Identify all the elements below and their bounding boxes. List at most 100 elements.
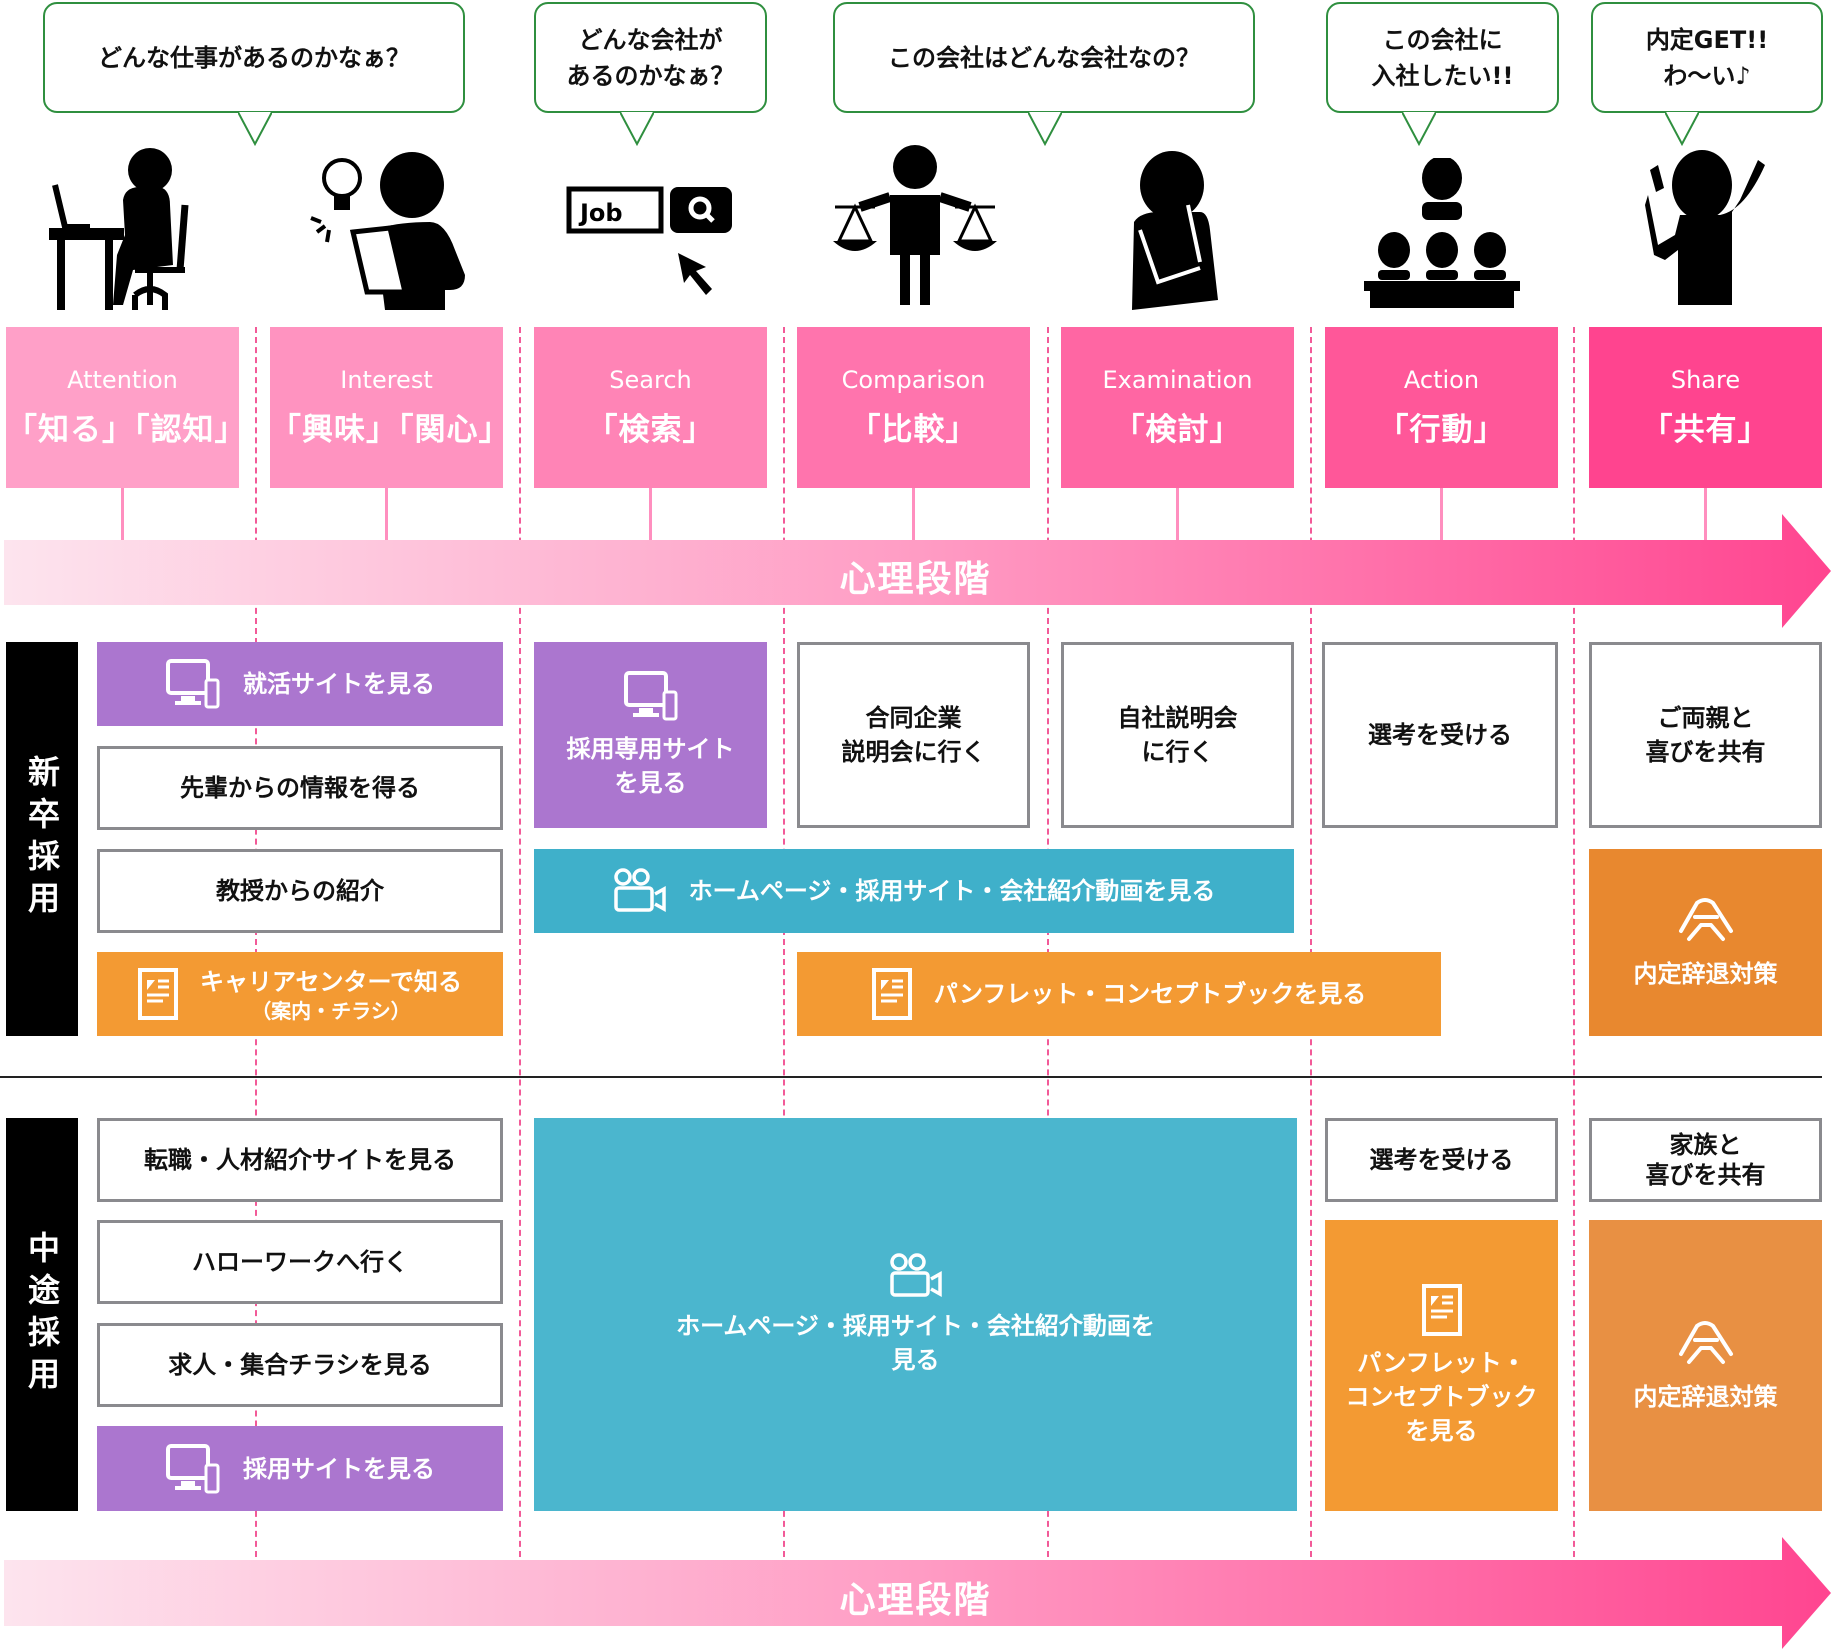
card-text: パンフレット・ コンセプトブック を見る bbox=[1345, 1348, 1538, 1445]
card-text: 選考を受ける bbox=[1369, 1146, 1514, 1174]
bubble-text: 内定GET!! わ〜い♪ bbox=[1645, 25, 1769, 90]
card-text: ハローワークへ行く bbox=[192, 1248, 408, 1276]
bubble-tail bbox=[620, 111, 654, 146]
stage-action: Action 「行動」 bbox=[1325, 327, 1558, 488]
pamphlet-card: パンフレット・コンセプトブックを見る bbox=[797, 952, 1441, 1036]
share-family-card: 家族と 喜びを共有 bbox=[1589, 1118, 1822, 1202]
professor-referral-card: 教授からの紹介 bbox=[97, 849, 503, 933]
handshake-icon bbox=[1678, 897, 1733, 941]
recruit-site-card: 採用サイトを見る bbox=[97, 1426, 503, 1511]
card-subtext: （案内・チラシ） bbox=[251, 999, 411, 1023]
stage-ja: 「共有」 bbox=[1641, 412, 1770, 448]
card-text: 内定辞退対策 bbox=[1633, 1382, 1778, 1411]
stage-en: Examination bbox=[1102, 366, 1253, 394]
column-divider bbox=[783, 327, 785, 1567]
stage-en: Action bbox=[1403, 366, 1480, 394]
homepage-video-card: ホームページ・採用サイト・会社紹介動画を見る bbox=[534, 849, 1294, 933]
monitor-icon bbox=[166, 659, 220, 709]
stage-ja: 「検索」 bbox=[586, 412, 715, 448]
bubble-tail bbox=[1402, 111, 1436, 146]
stage-en: Interest bbox=[340, 366, 433, 394]
bubble-text: この会社はどんな会社なの？ bbox=[888, 43, 1200, 72]
monitor-icon bbox=[623, 671, 677, 721]
job-search-icon: Job bbox=[566, 186, 732, 295]
interview-panel-icon bbox=[1364, 158, 1520, 308]
column-divider bbox=[1047, 327, 1049, 1567]
document-icon bbox=[1421, 1283, 1462, 1336]
connector-line bbox=[385, 488, 388, 540]
psychology-stage-arrow bbox=[4, 1537, 1831, 1649]
column-divider bbox=[255, 327, 257, 1567]
job-site-card: 就活サイトを見る bbox=[97, 642, 503, 726]
speech-bubble-action: この会社に 入社したい!! bbox=[1326, 2, 1559, 113]
stage-en: Search bbox=[609, 366, 692, 394]
stage-comparison: Comparison 「比較」 bbox=[797, 327, 1030, 488]
agency-site-card: 転職・人材紹介サイトを見る bbox=[97, 1118, 503, 1202]
stage-share: Share 「共有」 bbox=[1589, 327, 1822, 488]
speech-bubble-search: どんな会社が あるのかなぁ？ bbox=[534, 2, 767, 113]
speech-bubble-attention: どんな仕事があるのかなぁ？ bbox=[43, 2, 465, 113]
psychology-stage-arrow bbox=[4, 514, 1831, 628]
card-text: ご両親と 喜びを共有 bbox=[1645, 704, 1766, 766]
stage-ja: 「検討」 bbox=[1113, 412, 1242, 448]
connector-line bbox=[121, 488, 124, 540]
connector-line bbox=[1704, 488, 1707, 540]
card-text: 自社説明会 に行く bbox=[1117, 704, 1238, 766]
bubble-text: この会社に 入社したい!! bbox=[1371, 25, 1514, 90]
stage-attention: Attention 「知る」「認知」 bbox=[6, 327, 247, 488]
video-camera-icon bbox=[889, 1252, 942, 1297]
card-text: 採用サイトを見る bbox=[243, 1454, 435, 1483]
document-icon bbox=[871, 968, 912, 1020]
column-divider bbox=[1573, 327, 1575, 1567]
video-camera-icon bbox=[613, 868, 666, 912]
card-text: 転職・人材紹介サイトを見る bbox=[144, 1146, 456, 1174]
offer-decline-card: 内定辞退対策 bbox=[1589, 849, 1822, 1036]
card-text: 採用専用サイト を見る bbox=[566, 735, 735, 797]
thinking-person-icon bbox=[1132, 151, 1218, 310]
selection-card: 選考を受ける bbox=[1322, 642, 1558, 828]
job-flyer-card: 求人・集合チラシを見る bbox=[97, 1323, 503, 1407]
handshake-icon bbox=[1678, 1320, 1733, 1364]
arrow-label: 心理段階 bbox=[839, 1580, 992, 1621]
senpai-info-card: 先輩からの情報を得る bbox=[97, 746, 503, 830]
homepage-video-card: ホームページ・採用サイト・会社紹介動画を 見る bbox=[534, 1118, 1297, 1511]
card-text: ホームページ・採用サイト・会社紹介動画を見る bbox=[688, 877, 1216, 905]
bubble-tail bbox=[1028, 111, 1062, 146]
stage-ja: 「比較」 bbox=[849, 412, 978, 448]
career-center-card: キャリアセンターで知る （案内・チラシ） bbox=[97, 952, 503, 1036]
stage-en: Share bbox=[1670, 366, 1741, 394]
card-text: 合同企業 説明会に行く bbox=[841, 704, 986, 766]
card-text: 先輩からの情報を得る bbox=[180, 774, 420, 802]
stage-en: Attention bbox=[67, 366, 178, 394]
selection-card: 選考を受ける bbox=[1325, 1118, 1558, 1202]
speech-bubble-comparison: この会社はどんな会社なの？ bbox=[833, 2, 1255, 113]
joint-seminar-card: 合同企業 説明会に行く bbox=[797, 642, 1030, 828]
document-icon bbox=[137, 968, 178, 1020]
connector-line bbox=[1176, 488, 1179, 540]
connector-line bbox=[649, 488, 652, 540]
arrow-label: 心理段階 bbox=[839, 559, 992, 600]
card-text: 内定辞退対策 bbox=[1633, 959, 1778, 988]
connector-line bbox=[912, 488, 915, 540]
card-text: 求人・集合チラシを見る bbox=[168, 1351, 432, 1379]
speech-bubble-share: 内定GET!! わ〜い♪ bbox=[1591, 2, 1823, 113]
bubble-text: どんな仕事があるのかなぁ？ bbox=[98, 43, 410, 72]
recruit-site-card: 採用専用サイト を見る bbox=[534, 642, 767, 828]
card-text: キャリアセンターで知る bbox=[199, 968, 463, 996]
monitor-icon bbox=[166, 1443, 220, 1493]
stage-en: Comparison bbox=[841, 366, 986, 394]
celebrating-person-icon bbox=[1645, 150, 1765, 305]
pamphlet-card: パンフレット・ コンセプトブック を見る bbox=[1325, 1220, 1558, 1511]
card-text: ホームページ・採用サイト・会社紹介動画を 見る bbox=[676, 1311, 1155, 1374]
card-text: 選考を受ける bbox=[1368, 721, 1512, 749]
search-box-text: Job bbox=[578, 199, 623, 227]
bubble-text: どんな会社が あるのかなぁ？ bbox=[566, 25, 735, 90]
card-text: 就活サイトを見る bbox=[243, 670, 435, 698]
stage-ja: 「知る」「認知」 bbox=[6, 412, 247, 448]
stage-search: Search 「検索」 bbox=[534, 327, 767, 488]
offer-decline-card: 内定辞退対策 bbox=[1589, 1220, 1822, 1511]
stage-ja: 「行動」 bbox=[1377, 412, 1506, 448]
own-seminar-card: 自社説明会 に行く bbox=[1061, 642, 1294, 828]
stage-examination: Examination 「検討」 bbox=[1061, 327, 1294, 488]
card-text: 教授からの紹介 bbox=[216, 877, 384, 905]
